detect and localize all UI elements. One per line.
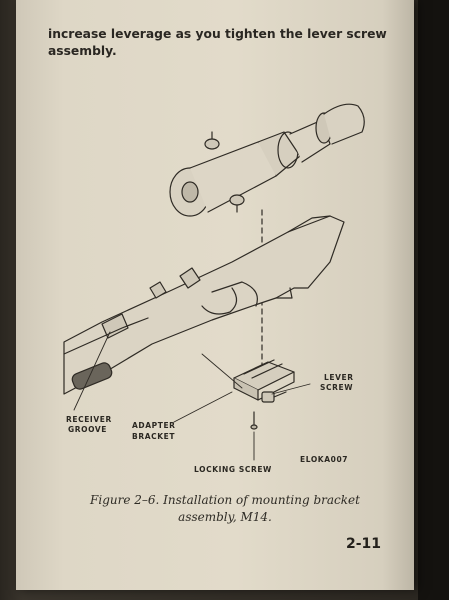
caption-line-2: assembly, M14. (178, 510, 272, 524)
label-adapter-bracket-line2: BRACKET (132, 432, 175, 441)
dark-surface (418, 0, 449, 600)
caption-line-1: Figure 2–6. Installation of mounting bra… (90, 493, 360, 507)
label-lever-screw-line1: LEVER (324, 373, 354, 382)
page-number: 2-11 (346, 536, 382, 552)
paragraph-continuation: increase leverage as you tighten the lev… (48, 27, 387, 58)
label-figure-id: ELOKA007 (300, 455, 348, 464)
mounting-bracket-diagram: RECEIVER GROOVE ADAPTER BRACKET LEVER SC… (63, 103, 365, 474)
telescope-illustration (169, 103, 365, 217)
locking-screw-illustration (250, 411, 258, 430)
label-adapter-bracket-line1: ADAPTER (132, 421, 176, 430)
figure-caption: Figure 2–6. Installation of mounting bra… (60, 492, 390, 526)
label-receiver-groove-line1: RECEIVER (66, 415, 112, 424)
adapter-bracket-illustration (233, 359, 295, 403)
label-lever-screw-line2: SCREW (320, 383, 353, 392)
m14-rifle-illustration (63, 215, 345, 395)
label-receiver-groove-line2: GROOVE (68, 425, 107, 434)
label-locking-screw: LOCKING SCREW (194, 465, 272, 474)
